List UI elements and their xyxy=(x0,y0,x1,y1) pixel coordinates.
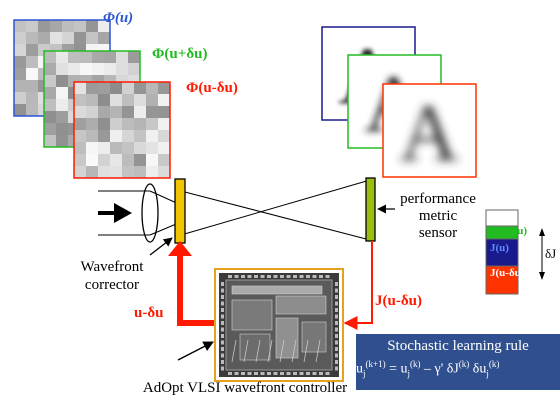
sensor-label-3: sensor xyxy=(419,225,457,241)
chip-pads xyxy=(221,275,338,375)
control-output-arrow xyxy=(177,254,218,326)
input-beam-arrow xyxy=(98,203,132,223)
eq-delta-u: δu xyxy=(469,361,487,377)
controller-pointer-arrow xyxy=(177,341,214,361)
blurred-images: A A A xyxy=(321,26,477,178)
metric-signal-label: J(u-δu) xyxy=(375,293,422,309)
chip-circuitry xyxy=(231,285,327,363)
vlsi-chip xyxy=(214,268,344,382)
corrector-pointer-arrow xyxy=(149,237,173,256)
lens xyxy=(141,183,159,243)
sensor-label-1: performance xyxy=(400,191,476,207)
eq-r2-sup: (k) xyxy=(458,359,470,369)
wavefront-corrector xyxy=(174,178,186,244)
performance-metric-sensor xyxy=(365,177,376,242)
phase-maps xyxy=(13,19,171,179)
metric-legend: J(u+δu) J(u) J(u-δu) δJ xyxy=(485,209,556,295)
sensor-label-2: metric xyxy=(419,208,458,224)
eq-lhs-sub: j xyxy=(363,368,366,379)
image-frame-u-minus xyxy=(382,83,477,178)
delta-j-label: δJ xyxy=(545,246,556,261)
eq-r3-sub: j xyxy=(486,368,489,379)
legend-label-u-plus: J(u+δu) xyxy=(490,225,527,237)
controller-label: AdOpt VLSI wavefront controller xyxy=(143,380,347,396)
legend-label-u: J(u) xyxy=(490,242,509,254)
learning-rule-box: Stochastic learning rule uj(k+1) = uj(k)… xyxy=(356,334,560,390)
eq-equals: = u xyxy=(385,361,408,377)
legend-label-u-minus: J(u-δu) xyxy=(490,267,525,279)
wavefront-corrector-label-1: Wavefront xyxy=(81,259,145,275)
eq-r1-sub: j xyxy=(407,368,411,379)
phase-map-u-minus xyxy=(73,81,171,179)
label-phi-u: Φ(u) xyxy=(103,10,133,26)
label-phi-u-plus: Φ(u+δu) xyxy=(152,46,207,62)
optical-rays xyxy=(98,179,371,241)
label-phi-u-minus: Φ(u-δu) xyxy=(186,80,238,96)
learning-rule-title: Stochastic learning rule xyxy=(387,338,529,354)
learning-rule-equation: uj(k+1) = uj(k) – γ' δJ(k) δuj(k) xyxy=(356,359,499,378)
legend-top-empty xyxy=(485,209,519,227)
wavefront-corrector-label-2: corrector xyxy=(85,277,139,293)
eq-lhs-sup: (k+1) xyxy=(365,359,386,369)
perturbation-label: u-δu xyxy=(134,305,163,321)
eq-r3-sup: (k) xyxy=(488,359,500,369)
legend-swatch-u-minus xyxy=(485,265,519,295)
metric-feedback-arrow xyxy=(343,241,373,330)
eq-minus-term: – γ' δJ xyxy=(420,361,459,377)
blurred-letter-a: A xyxy=(399,87,458,178)
eq-r1-sup: (k) xyxy=(410,359,421,369)
eq-lhs: u xyxy=(356,361,363,377)
control-output-arrowhead xyxy=(168,241,192,256)
